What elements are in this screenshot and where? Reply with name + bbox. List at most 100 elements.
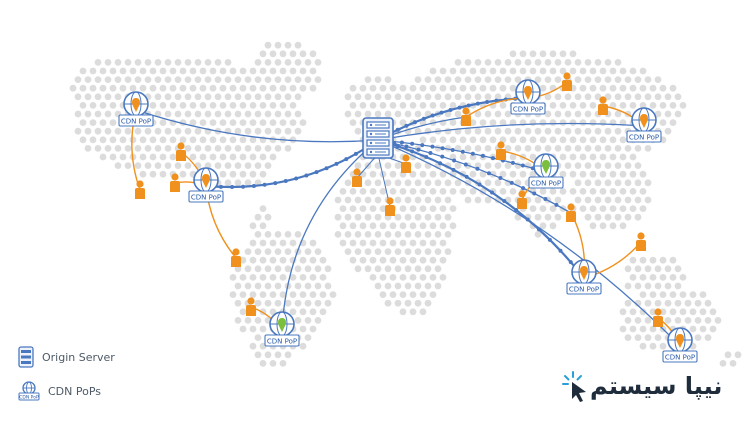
map-dot xyxy=(404,265,412,273)
map-dot xyxy=(249,342,257,350)
map-dot xyxy=(374,93,382,101)
map-dot xyxy=(299,256,307,264)
map-dot xyxy=(714,317,722,324)
user-icon xyxy=(653,308,663,327)
map-dot xyxy=(244,179,252,187)
map-dot xyxy=(654,110,662,118)
world-map-dots xyxy=(69,41,742,367)
map-dot xyxy=(589,136,597,144)
map-dot xyxy=(534,196,542,204)
map-dot xyxy=(394,179,402,187)
map-dot xyxy=(214,76,222,83)
map-dot xyxy=(164,162,172,170)
map-dot xyxy=(594,196,602,204)
cdn-pop-label: CDN PoP xyxy=(191,193,221,201)
map-dot xyxy=(179,102,187,109)
map-dot xyxy=(659,102,667,109)
map-dot xyxy=(559,102,567,109)
map-dot xyxy=(464,127,472,135)
map-dot xyxy=(369,84,377,92)
map-dot xyxy=(469,153,477,161)
map-dot xyxy=(159,102,167,109)
map-dot xyxy=(579,102,587,109)
map-dot xyxy=(654,76,662,83)
map-dot xyxy=(499,102,507,109)
map-dot xyxy=(259,102,267,109)
map-dot xyxy=(259,50,267,58)
map-dot xyxy=(424,76,432,83)
map-dot xyxy=(434,265,442,273)
map-dot xyxy=(539,188,547,195)
map-dot xyxy=(299,325,307,333)
map-dot xyxy=(564,110,572,118)
cdn-pop-north-america-west: CDN PoP xyxy=(118,91,154,127)
map-dot xyxy=(264,299,272,307)
map-dot xyxy=(434,196,442,204)
map-dot xyxy=(264,145,272,152)
map-dot xyxy=(349,239,357,247)
map-dot xyxy=(444,93,452,101)
map-dot xyxy=(314,59,322,66)
map-dot xyxy=(639,84,647,92)
map-dot xyxy=(74,127,82,135)
traffic-dot xyxy=(486,171,491,176)
map-dot xyxy=(589,102,597,109)
map-dot xyxy=(134,76,142,83)
map-dot xyxy=(149,153,157,161)
map-dot xyxy=(629,102,637,109)
map-dot xyxy=(624,334,632,341)
map-dot xyxy=(429,291,437,298)
map-dot xyxy=(254,265,262,273)
map-dot xyxy=(609,67,617,75)
map-dot xyxy=(214,110,222,118)
legend-pop-icon-label: CDN PoP xyxy=(19,395,39,401)
map-dot xyxy=(359,256,367,264)
map-dot xyxy=(194,110,202,118)
map-dot xyxy=(94,59,102,66)
map-dot xyxy=(269,136,277,144)
map-dot xyxy=(529,170,537,178)
map-dot xyxy=(559,153,567,161)
cdn-pop-east-asia: CDN PoP xyxy=(626,107,662,143)
map-dot xyxy=(529,136,537,144)
map-dot xyxy=(314,282,322,290)
map-dot xyxy=(84,127,92,135)
map-dot xyxy=(439,136,447,144)
map-dot xyxy=(404,110,412,118)
map-dot xyxy=(579,84,587,92)
map-dot xyxy=(604,76,612,83)
map-dot xyxy=(354,162,362,170)
user-icon xyxy=(352,168,362,187)
map-dot xyxy=(514,127,522,135)
map-dot xyxy=(294,110,302,118)
cdn-pop-india: CDN PoP xyxy=(528,153,564,189)
map-dot xyxy=(189,119,197,126)
map-dot xyxy=(79,119,87,126)
traffic-dot xyxy=(430,144,435,149)
map-dot xyxy=(639,342,647,350)
traffic-dot xyxy=(532,191,537,196)
traffic-dot xyxy=(334,161,339,166)
map-dot xyxy=(214,59,222,66)
traffic-dot xyxy=(463,162,468,167)
map-dot xyxy=(644,317,652,324)
server-icon xyxy=(18,346,34,368)
map-dot xyxy=(489,67,497,75)
map-dot xyxy=(79,67,87,75)
map-dot xyxy=(239,67,247,75)
map-dot xyxy=(409,102,417,109)
map-dot xyxy=(274,231,282,238)
map-dot xyxy=(634,145,642,152)
traffic-dot xyxy=(230,185,235,190)
map-dot xyxy=(659,256,667,264)
map-dot xyxy=(279,291,287,298)
map-dot xyxy=(154,93,162,101)
traffic-dot xyxy=(498,175,503,180)
map-dot xyxy=(664,110,672,118)
map-dot xyxy=(289,102,297,109)
map-dot xyxy=(659,119,667,126)
map-dot xyxy=(569,50,577,58)
map-dot xyxy=(219,170,227,178)
map-dot xyxy=(134,145,142,152)
map-dot xyxy=(684,317,692,324)
